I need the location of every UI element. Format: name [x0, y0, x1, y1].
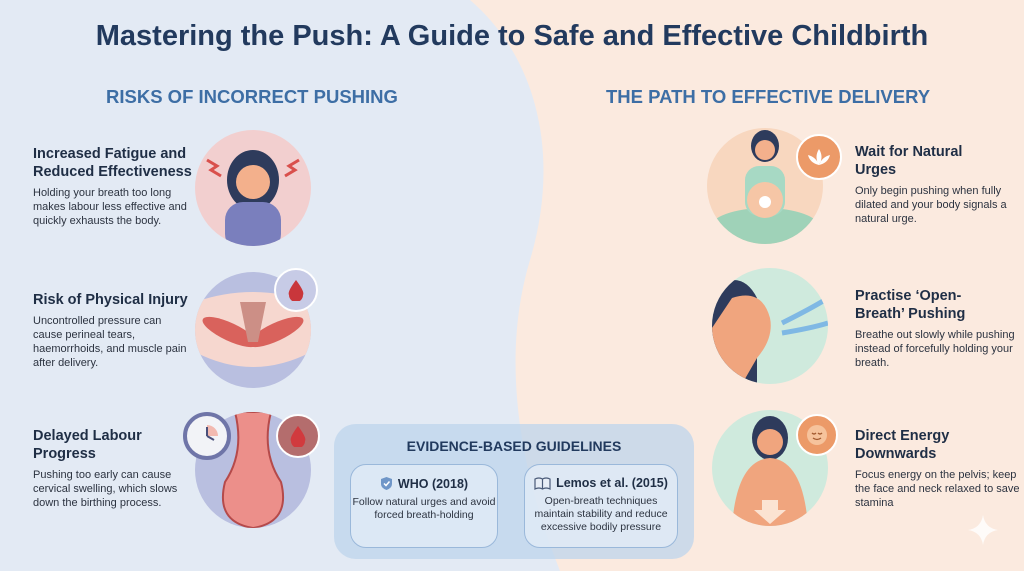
- relaxed-woman-icon: [712, 410, 828, 526]
- item-title: Downwards: [855, 446, 937, 462]
- item-title: Direct Energy: [855, 428, 950, 444]
- breathing-woman-icon: [712, 268, 828, 384]
- item-title: Practise ‘Open-: [855, 288, 962, 304]
- item-title: Increased Fatigue and: [33, 146, 187, 162]
- blood-drop-icon: [276, 414, 320, 458]
- card-text: Open-breath techniques maintain stabilit…: [534, 495, 668, 533]
- risks-heading: RISKS OF INCORRECT PUSHING: [106, 86, 398, 107]
- card-source: WHO (2018): [397, 476, 469, 491]
- clock-icon: [183, 412, 231, 460]
- item-text: Focus energy on the pelvis; keep the fac…: [855, 469, 1020, 509]
- lotus-icon: [796, 134, 842, 180]
- evidence-panel: EVIDENCE-BASED GUIDELINES WHO (2018) Fol…: [334, 424, 694, 559]
- item-title: Delayed Labour: [33, 428, 142, 444]
- item-text: Breathe out slowly while pushing instead…: [855, 329, 1015, 369]
- path-heading: THE PATH TO EFFECTIVE DELIVERY: [606, 86, 931, 107]
- book-icon: [534, 476, 551, 490]
- blood-drop-icon: [274, 268, 318, 312]
- item-title: Reduced Effectiveness: [33, 164, 192, 180]
- item-text: Holding your breath too long makes labou…: [33, 187, 187, 227]
- item-text: Pushing too early can cause cervical swe…: [33, 469, 178, 509]
- stressed-woman-icon: [195, 130, 311, 246]
- evidence-card-lemos: Lemos et al. (2015) Open-breath techniqu…: [524, 464, 678, 548]
- item-title: Breath’ Pushing: [855, 306, 966, 322]
- evidence-card-who: WHO (2018) Follow natural urges and avoi…: [350, 464, 498, 548]
- risk-item-injury: Risk of Physical Injury Uncontrolled pre…: [33, 291, 193, 370]
- card-text: Follow natural urges and avoid forced br…: [352, 496, 496, 521]
- page-title: Mastering the Push: A Guide to Safe and …: [95, 20, 929, 52]
- path-item-open-breath: Practise ‘Open- Breath’ Pushing Breathe o…: [855, 287, 1015, 370]
- item-title: Wait for Natural: [855, 144, 963, 160]
- item-text: Only begin pushing when fully dilated an…: [855, 185, 1007, 225]
- item-title: Urges: [855, 162, 897, 178]
- item-text: Uncontrolled pressure can cause perineal…: [33, 315, 187, 369]
- evidence-heading: EVIDENCE-BASED GUIDELINES: [406, 438, 622, 454]
- shield-check-icon: [380, 477, 392, 490]
- item-title: Progress: [33, 446, 96, 462]
- sparkle-icon: [968, 515, 998, 545]
- card-source: Lemos et al. (2015): [556, 476, 668, 490]
- item-title: Risk of Physical Injury: [33, 292, 188, 308]
- calm-face-icon: [796, 414, 838, 456]
